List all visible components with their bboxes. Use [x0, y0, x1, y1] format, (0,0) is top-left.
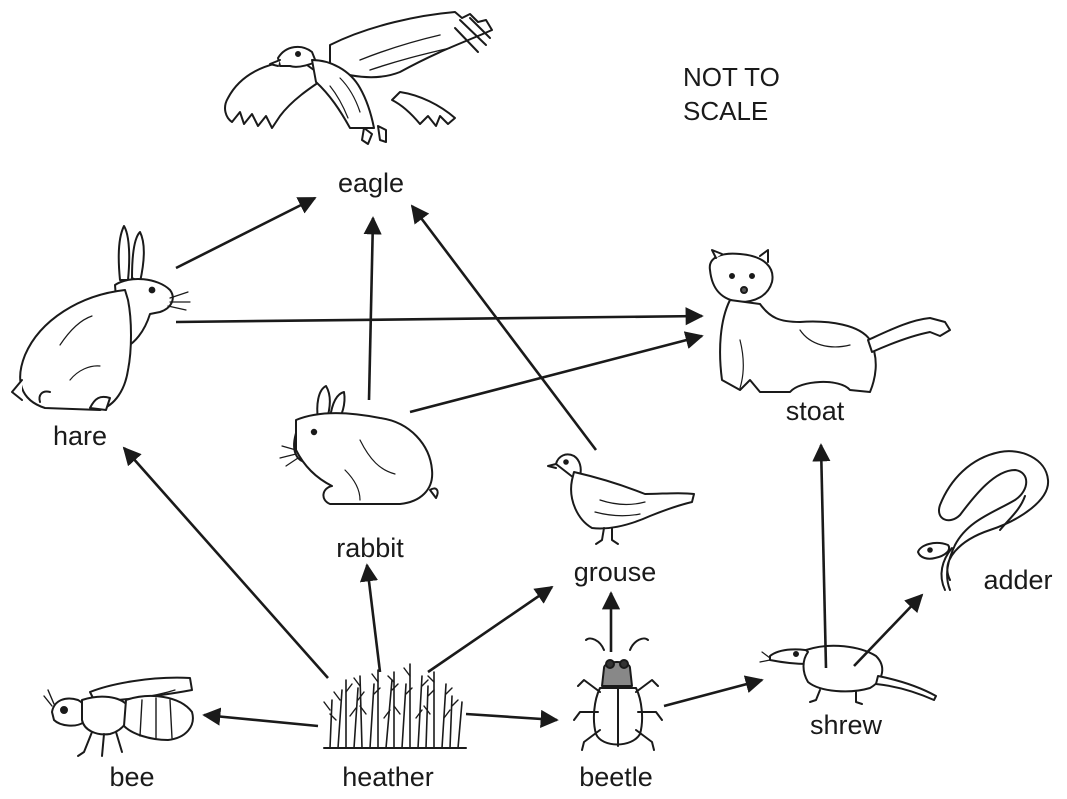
label-hare: hare [53, 423, 107, 450]
label-bee: bee [109, 764, 154, 791]
arrow-heather-to-rabbit [367, 565, 380, 672]
arrow-rabbit-to-stoat [410, 336, 702, 412]
label-grouse: grouse [574, 559, 657, 586]
arrow-heather-to-bee [204, 715, 318, 726]
arrow-beetle-to-shrew [664, 680, 762, 706]
hare-illustration [12, 226, 190, 410]
note-line-2: SCALE [683, 94, 780, 128]
stoat-illustration [710, 250, 950, 392]
label-beetle: beetle [579, 764, 653, 791]
shrew-illustration [760, 646, 936, 704]
label-rabbit: rabbit [336, 535, 404, 562]
arrow-heather-to-beetle [466, 714, 557, 720]
beetle-illustration [574, 638, 662, 750]
note-line-1: NOT TO [683, 60, 780, 94]
label-eagle: eagle [338, 170, 404, 197]
bee-illustration [44, 678, 193, 756]
eagle-illustration [225, 12, 492, 144]
arrow-shrew-to-stoat [821, 445, 826, 668]
arrow-heather-to-grouse [428, 587, 552, 672]
label-stoat: stoat [786, 398, 845, 425]
food-web-arrows [124, 198, 922, 726]
heather-illustration [324, 664, 466, 748]
arrow-hare-to-stoat [176, 316, 702, 322]
arrow-rabbit-to-eagle [369, 218, 373, 400]
label-heather: heather [342, 764, 434, 791]
label-adder: adder [983, 567, 1052, 594]
rabbit-illustration [280, 386, 438, 504]
arrow-shrew-to-adder [854, 595, 922, 666]
arrow-grouse-to-eagle [412, 206, 596, 450]
label-shrew: shrew [810, 712, 882, 739]
grouse-illustration [548, 454, 694, 544]
not-to-scale-note: NOT TO SCALE [683, 60, 780, 128]
arrow-hare-to-eagle [176, 198, 315, 268]
arrow-heather-to-hare [124, 448, 328, 678]
